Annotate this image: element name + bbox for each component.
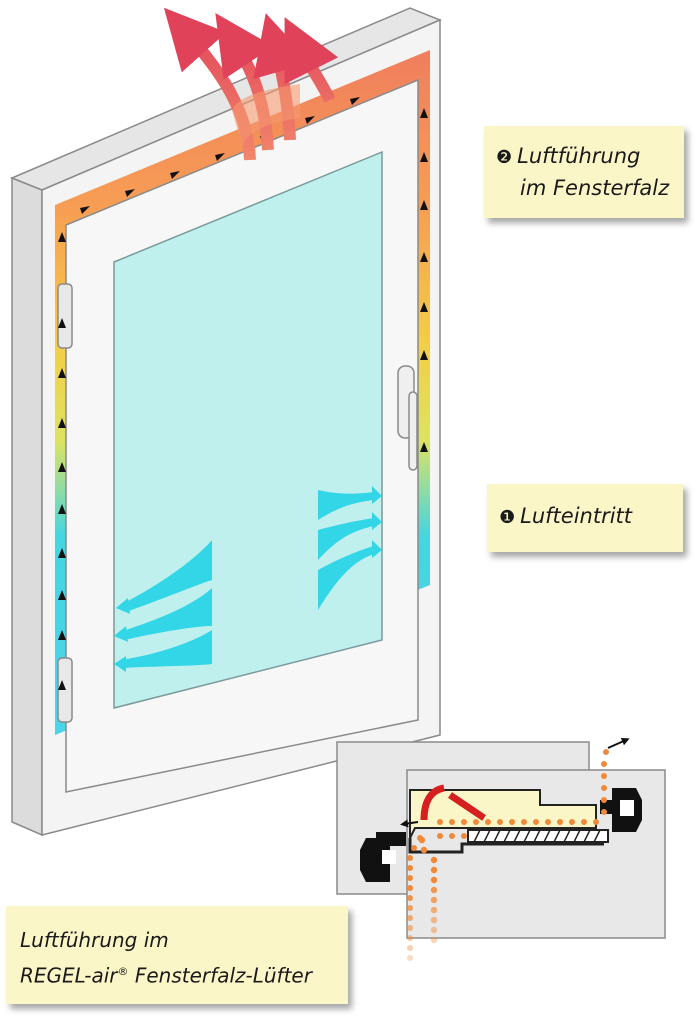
caption-line1: Luftführung im [20, 928, 169, 952]
upper-hinge-icon [57, 283, 73, 349]
label-step1-line1: Lufteintritt [520, 504, 633, 528]
label-step2-line1: Luftführung [517, 144, 641, 168]
caption-line2-suffix: Fensterfalz-Lüfter [128, 963, 312, 988]
window-handle-icon [397, 365, 418, 471]
rebate-ventilator-cross-section [336, 737, 666, 961]
cool-air-inflow-arrows [114, 486, 382, 672]
frame-side-face [11, 176, 43, 837]
caption-line2-prefix: REGEL-air [20, 963, 118, 988]
caption-box: Luftführung im REGEL-air® Fensterfalz-Lü… [6, 906, 348, 1004]
registered-mark: ® [117, 965, 129, 978]
channel-flow-arrows [58, 97, 428, 690]
label-step2-line2: im Fensterfalz [520, 176, 670, 200]
warm-air-exhaust-arrows [163, 7, 339, 161]
step-number-1: ❶ [499, 507, 516, 528]
step-number-2: ❷ [496, 147, 513, 168]
